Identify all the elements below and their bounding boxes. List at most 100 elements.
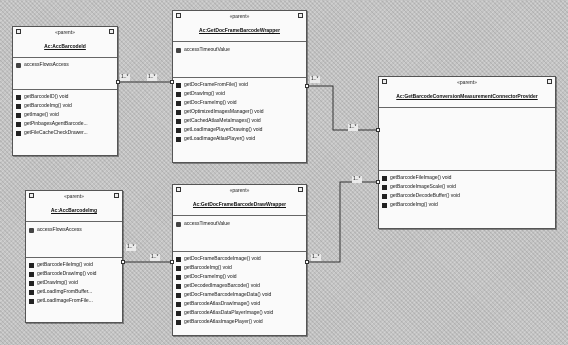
attribute-row[interactable]: accessFlowsAccess xyxy=(26,226,122,235)
operation-row[interactable]: getLoadImageFromFile... xyxy=(26,297,122,306)
attribute-text: accessTimeoutValue xyxy=(184,47,230,53)
operation-row[interactable]: getDocFrameFromFile() void xyxy=(173,81,306,90)
operation-text: getBarcodeFileImage() void xyxy=(390,175,452,181)
connector-port[interactable] xyxy=(376,180,380,184)
class-box-c[interactable]: «parent» Ac:GetBarcodeConversionMeasurem… xyxy=(378,76,556,229)
operation-row[interactable]: getBarcodeImg() void xyxy=(379,201,555,210)
operation-row[interactable]: getBarcodeAtlasImagePlayer() void xyxy=(173,318,306,327)
operation-text: getBarcodeImageScale() void xyxy=(390,184,456,190)
operation-section: getBarcodeFileImage() void getBarcodeIma… xyxy=(379,171,555,210)
operation-icon xyxy=(176,101,181,106)
operation-row[interactable]: getDocFrameImg() void xyxy=(173,99,306,108)
operation-row[interactable]: getDrawImg() void xyxy=(173,90,306,99)
attribute-row[interactable]: accessTimeoutValue xyxy=(173,46,306,55)
close-icon[interactable] xyxy=(114,193,119,198)
operation-icon xyxy=(382,185,387,190)
class-box-header: «parent» Ac:AccBarcodeImg xyxy=(26,191,122,222)
attribute-text: accessTimeoutValue xyxy=(184,221,230,227)
operation-text: getLoadImagePlayerDrawing() void xyxy=(184,127,263,133)
operation-text: getBarcodeAtlasDrawImage() void xyxy=(184,301,261,307)
multiplicity-label: 1..* xyxy=(348,124,358,131)
connector-port[interactable] xyxy=(170,260,174,264)
operation-text: getBarcodeDecodeBuffer() void xyxy=(390,193,460,199)
connector-port[interactable] xyxy=(121,260,125,264)
class-box-d[interactable]: «parent» Ac:AccBarcodeImg accessFlowsAcc… xyxy=(25,190,123,323)
operation-row[interactable]: getFileCacheCheckDrawer... xyxy=(13,129,117,138)
operation-text: getDrawImg() void xyxy=(184,91,225,97)
operation-icon xyxy=(176,119,181,124)
operation-icon xyxy=(176,128,181,133)
operation-row[interactable]: getOptimizedImagesManager() void xyxy=(173,108,306,117)
close-icon[interactable] xyxy=(547,79,552,84)
connector-ec xyxy=(307,181,378,263)
operation-text: getDocFrameBarcodeImageData() void xyxy=(184,292,272,298)
stereotype-label: «parent» xyxy=(55,30,75,36)
collapse-icon[interactable] xyxy=(16,29,21,34)
operation-text: getDocFrameBarcodeImage() void xyxy=(184,256,261,262)
operation-icon xyxy=(16,113,21,118)
operation-icon xyxy=(176,311,181,316)
class-box-a[interactable]: «parent» Ac:AccBarcodeId accessFlowsAcce… xyxy=(12,26,118,156)
collapse-icon[interactable] xyxy=(382,79,387,84)
connector-port[interactable] xyxy=(376,128,380,132)
connector-port[interactable] xyxy=(305,260,309,264)
operation-row[interactable]: getBarcodeDrawImg() void xyxy=(26,270,122,279)
class-name: Ac:GetDocFrameBarcodeWrapper xyxy=(198,28,281,34)
operation-row[interactable]: getDocFrameImg() void xyxy=(173,273,306,282)
close-icon[interactable] xyxy=(109,29,114,34)
attribute-text: accessFlowsAccess xyxy=(24,62,69,68)
operation-icon xyxy=(16,122,21,127)
close-icon[interactable] xyxy=(298,13,303,18)
class-box-header: «parent» Ac:AccBarcodeId xyxy=(13,27,117,58)
operation-row[interactable]: getPinbagesAgentBarcode... xyxy=(13,120,117,129)
operation-icon xyxy=(29,281,34,286)
operation-text: getLoadImageAtlasPlayer() void xyxy=(184,136,256,142)
class-box-header: «parent» Ac:GetDocFrameBarcodeWrapper xyxy=(173,11,306,42)
collapse-icon[interactable] xyxy=(29,193,34,198)
connector-port[interactable] xyxy=(170,80,174,84)
collapse-icon[interactable] xyxy=(176,13,181,18)
operation-row[interactable]: getBarcodeImg() void xyxy=(13,102,117,111)
class-name: Ac:AccBarcodeId xyxy=(44,44,86,50)
operation-row[interactable]: getDecodedImagesBarcode() void xyxy=(173,282,306,291)
operation-row[interactable]: getBarcodeAtlasDrawImage() void xyxy=(173,300,306,309)
attribute-icon xyxy=(29,228,34,233)
operation-row[interactable]: getBarcodeImg() void xyxy=(173,264,306,273)
attribute-section: accessFlowsAccess xyxy=(26,222,122,258)
operation-row[interactable]: getLoadImagePlayerDrawing() void xyxy=(173,126,306,135)
attribute-text: accessFlowsAccess xyxy=(37,227,82,233)
operation-row[interactable]: getBarcodeFileImg() void xyxy=(26,261,122,270)
multiplicity-label: 1..* xyxy=(310,76,320,83)
connector-bc xyxy=(307,85,378,131)
attribute-row[interactable]: accessFlowsAccess xyxy=(13,61,117,70)
operation-icon xyxy=(382,203,387,208)
operation-row[interactable]: getBarcodeDecodeBuffer() void xyxy=(379,192,555,201)
operation-row[interactable]: getDrawImg() void xyxy=(26,279,122,288)
operation-row[interactable]: getBarcodeID() void xyxy=(13,93,117,102)
operation-row[interactable]: getLoadImgFromBuffer... xyxy=(26,288,122,297)
collapse-icon[interactable] xyxy=(176,187,181,192)
operation-text: getBarcodeFileImg() void xyxy=(37,262,93,268)
class-box-header: «parent» Ac:GetDocFrameBarcodeDrawWrappe… xyxy=(173,185,306,216)
operation-row[interactable]: getCachedAtlasMetaImages() void xyxy=(173,117,306,126)
operation-row[interactable]: getBarcodeFileImage() void xyxy=(379,174,555,183)
operation-section: getBarcodeFileImg() void getBarcodeDrawI… xyxy=(26,258,122,306)
stereotype-label: «parent» xyxy=(229,188,250,194)
operation-row[interactable]: getImage() void xyxy=(13,111,117,120)
class-box-e[interactable]: «parent» Ac:GetDocFrameBarcodeDrawWrappe… xyxy=(172,184,307,336)
attribute-section: accessTimeoutValue xyxy=(173,42,306,78)
operation-icon xyxy=(29,272,34,277)
operation-row[interactable]: getDocFrameBarcodeImage() void xyxy=(173,255,306,264)
operation-row[interactable]: getBarcodeAtlasDataPlayerImage() void xyxy=(173,309,306,318)
operation-row[interactable]: getBarcodeImageScale() void xyxy=(379,183,555,192)
connector-port[interactable] xyxy=(305,84,309,88)
connector-port[interactable] xyxy=(116,80,120,84)
attribute-row[interactable]: accessTimeoutValue xyxy=(173,220,306,229)
operation-text: getBarcodeAtlasDataPlayerImage() void xyxy=(184,310,274,316)
operation-row[interactable]: getLoadImageAtlasPlayer() void xyxy=(173,135,306,144)
operation-text: getBarcodeImg() void xyxy=(184,265,232,271)
class-box-b[interactable]: «parent» Ac:GetDocFrameBarcodeWrapper ac… xyxy=(172,10,307,163)
operation-row[interactable]: getDocFrameBarcodeImageData() void xyxy=(173,291,306,300)
close-icon[interactable] xyxy=(298,187,303,192)
operation-icon xyxy=(176,275,181,280)
